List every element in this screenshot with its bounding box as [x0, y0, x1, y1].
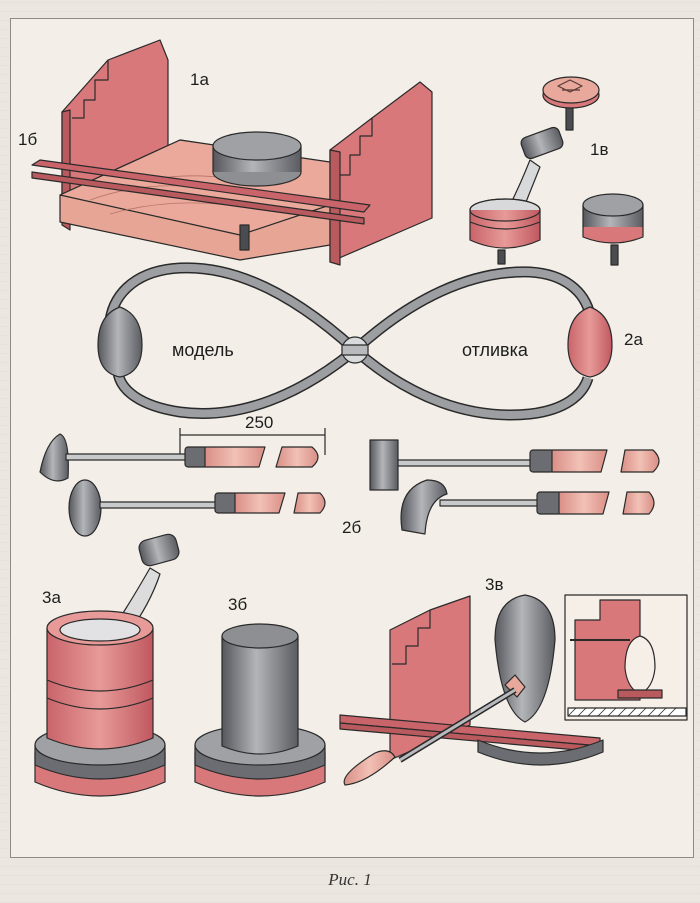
dimension-line-250 [179, 428, 326, 455]
label-1b: 1б [18, 130, 38, 149]
label-3a: 3а [42, 588, 61, 607]
label-3v: 3в [485, 575, 504, 594]
lifter-tool-3 [369, 439, 660, 491]
stamp-disc-1v [542, 76, 600, 131]
inset-3v [564, 594, 688, 721]
label-3b: 3б [228, 595, 248, 614]
label-2a: 2а [624, 330, 643, 349]
calipers-2a [97, 262, 613, 421]
flask-frame-1 [31, 39, 433, 266]
flask-3a [34, 610, 166, 797]
slicker-tool-2 [68, 479, 326, 537]
ramming-3v [339, 594, 604, 786]
label-model: модель [172, 340, 234, 360]
hook-tool-4 [400, 479, 655, 535]
label-1a: 1а [190, 70, 209, 89]
label-1v: 1в [590, 140, 609, 159]
figure-caption: Рис. 1 [328, 870, 372, 889]
label-casting: отливка [462, 340, 528, 360]
casting-3b [194, 623, 326, 797]
trowel-tool-1 [39, 433, 319, 482]
casting-disc-1v [582, 193, 644, 266]
ladle-pour-1v [469, 126, 564, 265]
dimension-250: 250 [245, 413, 274, 432]
label-2b: 2б [342, 518, 362, 537]
